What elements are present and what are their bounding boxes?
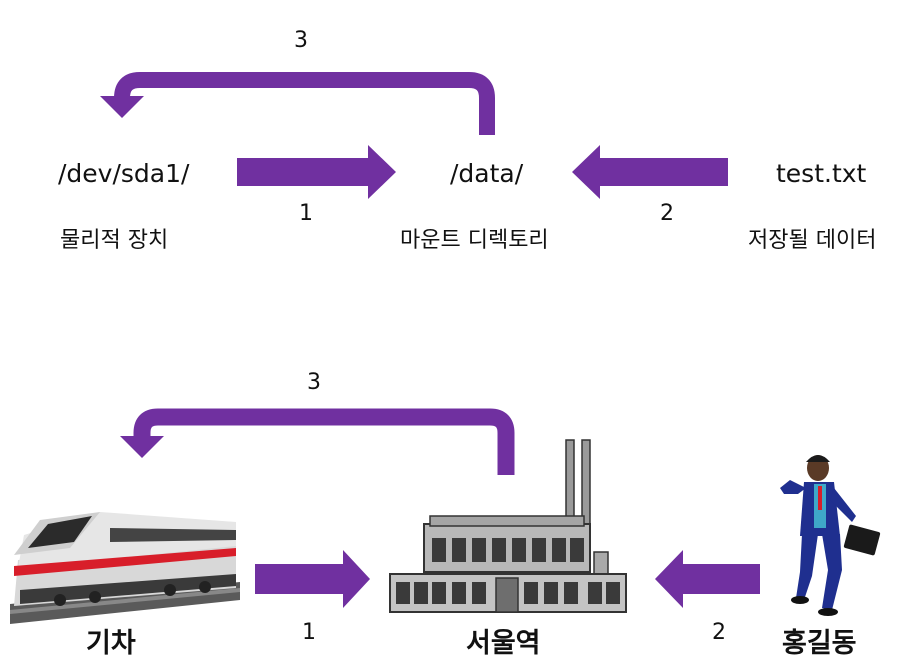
bottom-step-2-label: 2 xyxy=(712,620,726,645)
file-path-label: test.txt xyxy=(776,159,867,188)
top-step-2-label: 2 xyxy=(660,201,674,226)
device-caption: 물리적 장치 xyxy=(60,228,169,253)
bottom-step-3-label: 3 xyxy=(307,370,321,395)
top-step-1-label: 1 xyxy=(299,201,313,226)
person-label: 홍길동 xyxy=(782,628,857,659)
top-arrow-2 xyxy=(572,145,728,199)
businessman-icon xyxy=(780,455,881,616)
station-building-icon xyxy=(389,439,627,613)
bottom-return-arrow xyxy=(120,408,515,475)
mount-caption: 마운트 디렉토리 xyxy=(400,228,549,253)
train-icon xyxy=(10,512,240,624)
station-label: 서울역 xyxy=(466,628,541,659)
top-return-arrow xyxy=(100,72,495,135)
bottom-step-1-label: 1 xyxy=(302,620,316,645)
file-caption: 저장될 데이터 xyxy=(748,228,877,253)
top-arrow-1 xyxy=(237,145,396,199)
top-step-3-label: 3 xyxy=(294,28,308,53)
bottom-arrow-1 xyxy=(255,550,370,608)
device-path-label: /dev/sda1/ xyxy=(58,159,190,188)
train-label: 기차 xyxy=(86,628,136,659)
bottom-arrow-2 xyxy=(655,550,760,608)
mount-path-label: /data/ xyxy=(450,159,524,188)
